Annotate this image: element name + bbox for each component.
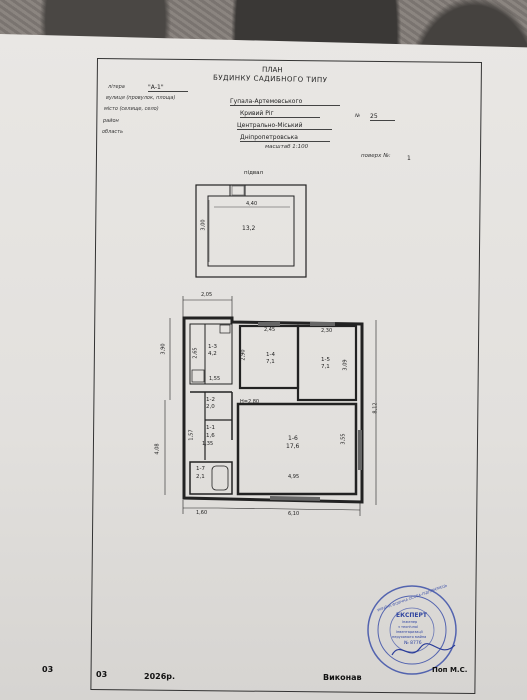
field-value-street: Гупала-Артемовського (230, 98, 340, 106)
field-label-region: область (102, 129, 124, 135)
stamp-number: № 8776 (404, 641, 422, 646)
room-id: 1-3 (208, 344, 217, 350)
footer-executor-name: Поп М.С. (432, 666, 468, 674)
inner-dim: 1,35 (202, 441, 214, 447)
footer-month: 03 (96, 670, 108, 679)
basement-area: 13,2 (242, 225, 256, 232)
field-value-litera: "А-1" (148, 84, 188, 92)
room-area: 4,2 (208, 351, 217, 357)
footer-executor-label: Виконав (323, 673, 362, 682)
room-id: 1-2 (206, 397, 215, 403)
field-value-city: Кривий Ріг (240, 110, 320, 118)
scale-text: масштаб 1:100 (265, 144, 309, 150)
inner-dim: 4,95 (288, 474, 300, 480)
number-label: № (355, 113, 361, 119)
basement-width: 4,40 (246, 201, 258, 207)
field-value-district: Центрально-Міський (237, 122, 332, 130)
room-id: 1-1 (206, 425, 215, 431)
inner-dim: 1,55 (209, 376, 221, 382)
room-id: 1-6 (288, 435, 298, 442)
document-sheet (0, 34, 527, 700)
inner-dim: 2,30 (321, 328, 333, 334)
room-area: 2,1 (196, 474, 205, 480)
dim-top: 2,05 (201, 292, 213, 298)
room-area: 7,1 (321, 364, 330, 370)
floor-label: поверх №: (361, 153, 391, 159)
room-area: 1,6 (206, 433, 215, 439)
room-id: 1-7 (196, 466, 205, 472)
field-label-district: район (103, 118, 119, 124)
dim-bottom-right: 6,10 (288, 511, 300, 517)
floor-value: 1 (407, 155, 411, 162)
footer-day: 03 (42, 665, 54, 674)
room-id: 1-5 (321, 357, 330, 363)
room-area: 7,1 (266, 359, 275, 365)
inner-dim: 2,45 (264, 327, 276, 333)
ceiling-height: Н=2,80 (240, 399, 260, 405)
dim-bottom-left: 1,60 (196, 510, 208, 516)
room-area: 2,0 (206, 404, 215, 410)
basement-label: підвал (244, 170, 264, 176)
footer-year: 2026р. (144, 672, 176, 681)
field-label-city: місто (селище, село) (104, 106, 159, 112)
stamp-center: ЕКСПЕРТ (396, 612, 428, 619)
field-label-litera: літера (108, 84, 125, 90)
room-area: 17,6 (286, 443, 300, 450)
number-value: 25 (370, 113, 395, 121)
field-value-region: Дніпропетровська (240, 134, 330, 142)
stamp-line: нерухомого майна (392, 635, 427, 639)
room-id: 1-4 (266, 352, 275, 358)
stamp-line: інвентаризації (396, 630, 423, 634)
field-label-street: вулиця (провулок, площа) (106, 95, 176, 101)
stamp-line: інженер (402, 620, 418, 624)
stamp-line: з технічної (398, 625, 418, 629)
